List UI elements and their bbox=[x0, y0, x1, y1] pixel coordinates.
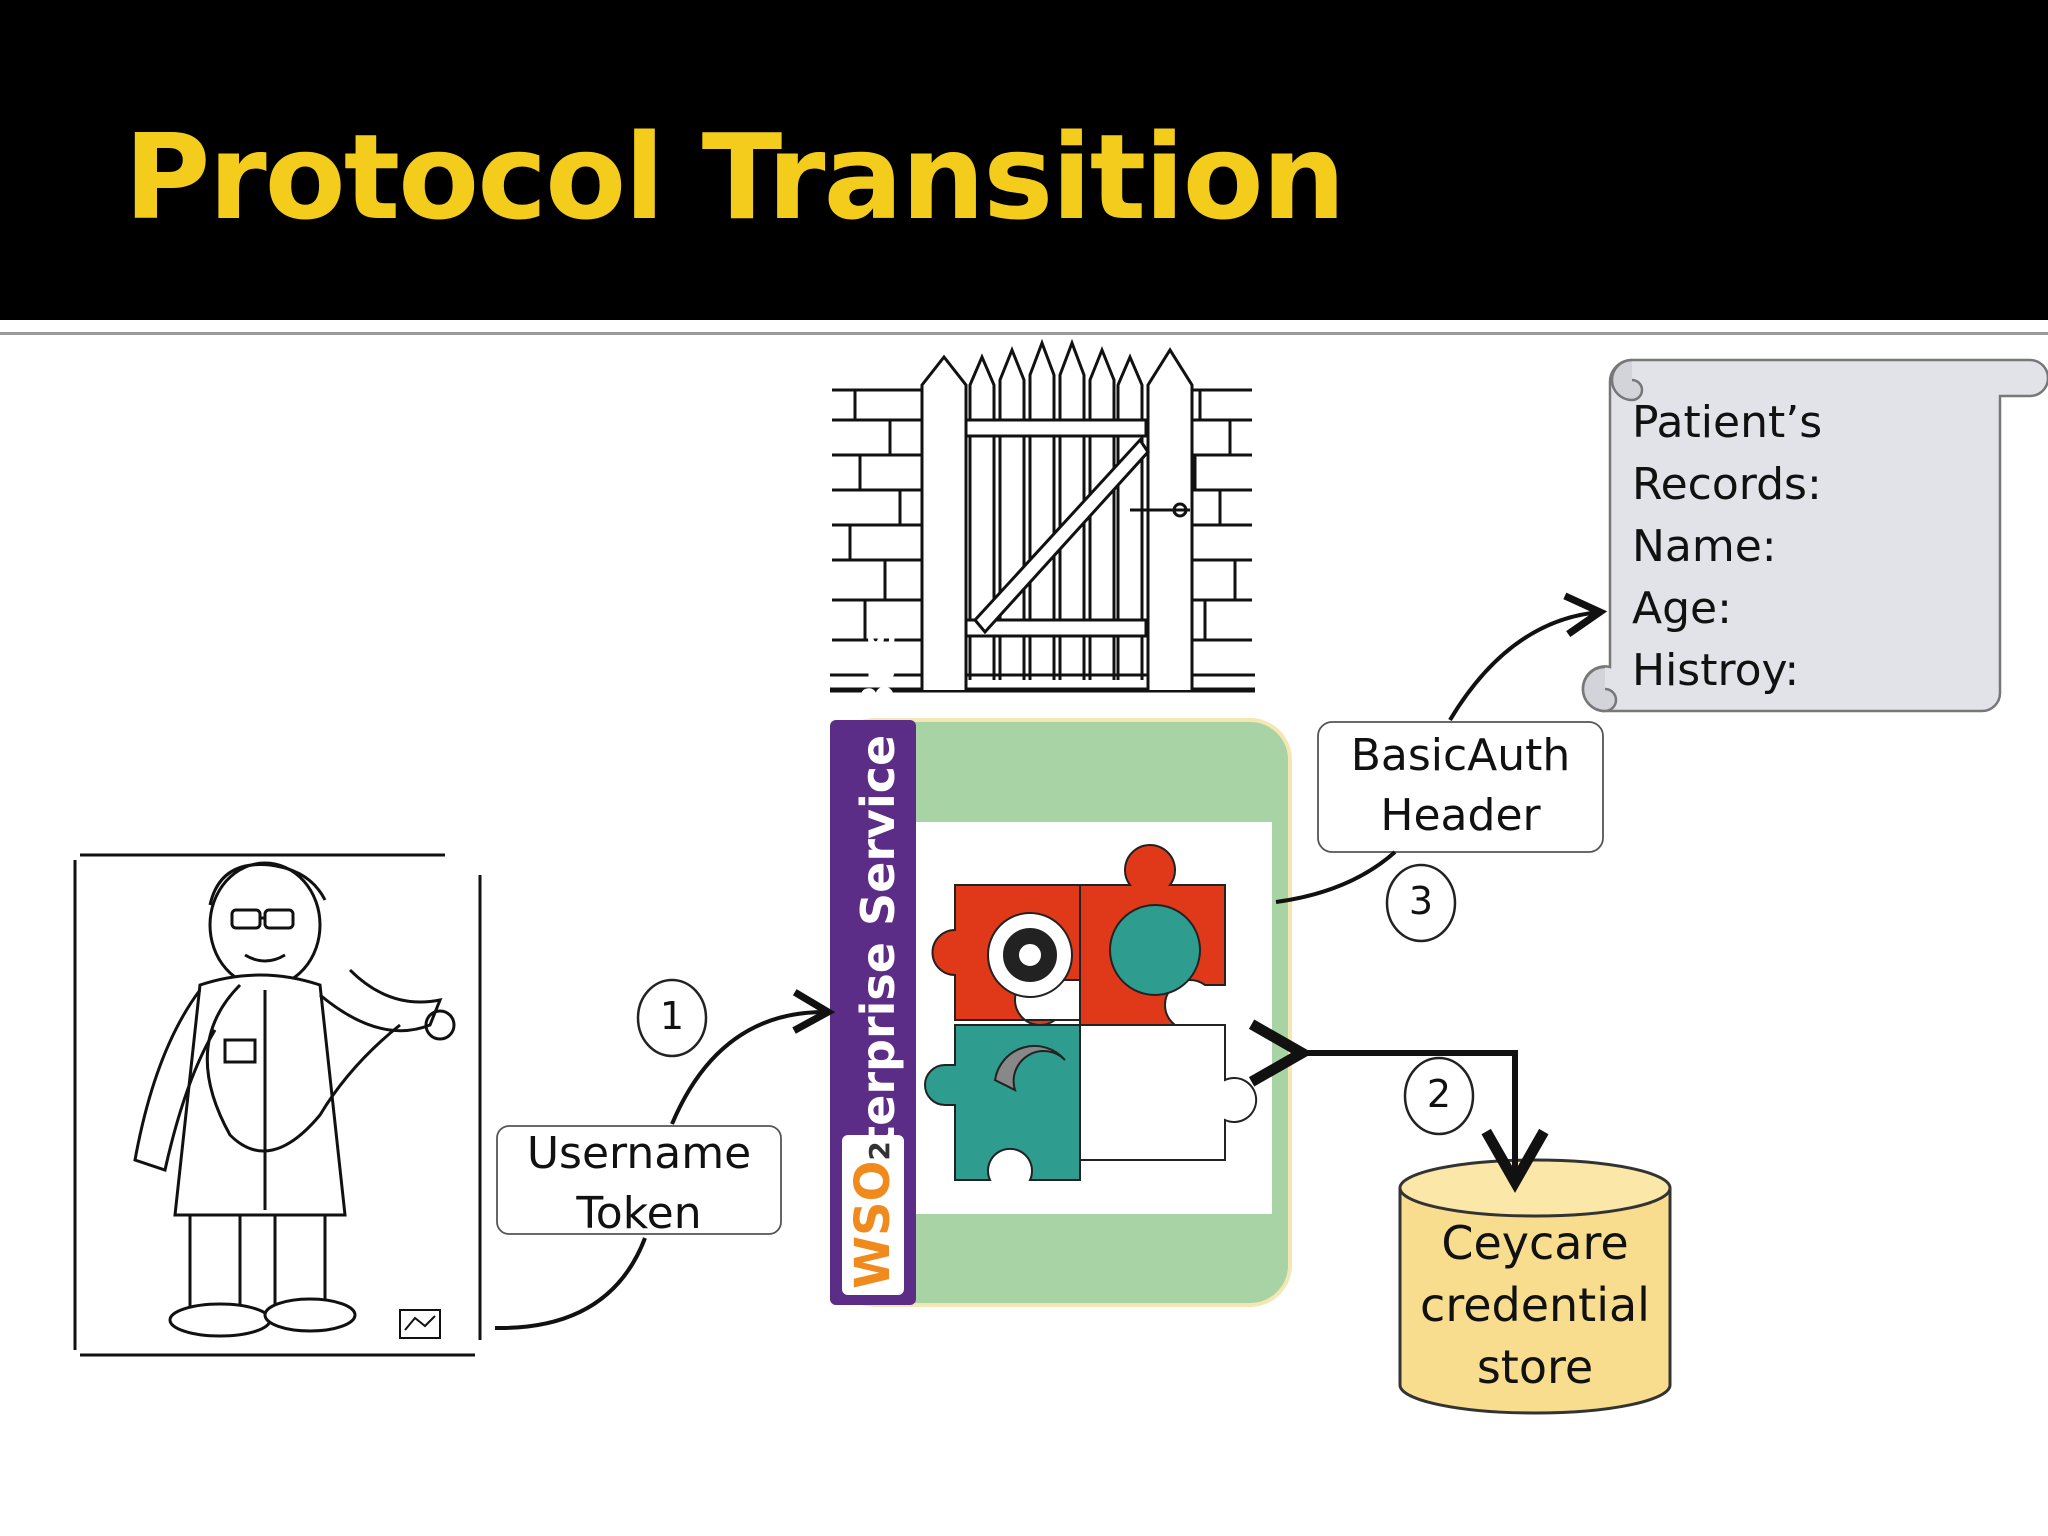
username-token-box bbox=[496, 1125, 782, 1235]
step-3-circle bbox=[1385, 863, 1457, 943]
title-bar bbox=[0, 0, 2048, 320]
slide-title: Protocol Transition bbox=[124, 108, 1346, 246]
doctor-illustration bbox=[73, 853, 482, 1357]
step-2-label: 2 bbox=[1426, 1072, 1452, 1116]
doctor-to-esb-arrow bbox=[494, 1012, 828, 1331]
basicauth-header-box bbox=[1317, 721, 1604, 853]
puzzle-graphic bbox=[924, 844, 1258, 1181]
wso2-logo: WSO2 bbox=[845, 1141, 901, 1289]
title-divider-gray bbox=[0, 332, 2048, 335]
step-1-label: 1 bbox=[659, 994, 685, 1038]
title-divider-white bbox=[0, 320, 2048, 328]
esb-to-records-arrow bbox=[1275, 612, 1600, 904]
credential-store-label: Ceycare credential store bbox=[1420, 1216, 1650, 1394]
step-1-circle bbox=[636, 978, 708, 1058]
gate-illustration bbox=[830, 338, 1255, 693]
records-scroll bbox=[1581, 358, 2048, 713]
esb-credential-store-arrow bbox=[1248, 1019, 1549, 1193]
esb-vertical-label: Enterprise Service Bus bbox=[851, 623, 905, 1212]
step-3-label: 3 bbox=[1408, 879, 1434, 923]
patient-records-text: Patient’s Records: Name: Age: Histroy: bbox=[1632, 397, 1823, 696]
username-token-label: Username Token bbox=[526, 1128, 752, 1239]
basicauth-header-label: BasicAuth Header bbox=[1350, 730, 1571, 841]
